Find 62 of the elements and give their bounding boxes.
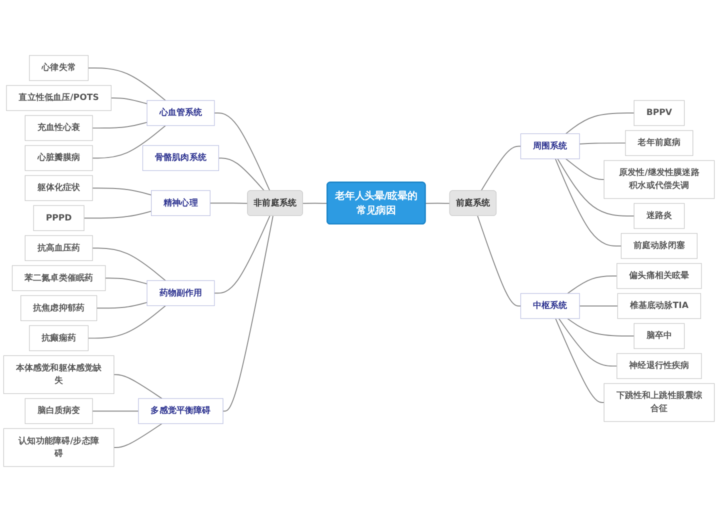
connector bbox=[92, 125, 166, 159]
connector bbox=[477, 215, 522, 307]
connector bbox=[558, 318, 618, 367]
connector bbox=[113, 374, 162, 400]
node-box: 心脏瓣膜病 bbox=[24, 145, 93, 171]
node-box: 脑卒中 bbox=[634, 323, 685, 349]
node-box: 直立性低血压/POTS bbox=[6, 85, 112, 111]
node-box: 抗癫痫药 bbox=[29, 325, 89, 352]
node-box: 精神心理 bbox=[151, 190, 210, 216]
node-box: 迷路炎 bbox=[634, 203, 685, 229]
connector bbox=[88, 305, 166, 339]
node-box: 心血管系统 bbox=[146, 100, 215, 126]
connector bbox=[579, 306, 618, 307]
connector bbox=[565, 158, 605, 180]
node-box: 下跳性和上跳性眼震综合征 bbox=[604, 383, 715, 422]
node-box: 老年前庭病 bbox=[625, 130, 694, 156]
node-box: 前庭动脉闭塞 bbox=[620, 233, 698, 259]
connector bbox=[302, 202, 328, 204]
connector bbox=[92, 122, 148, 129]
connector bbox=[480, 146, 522, 192]
connector bbox=[557, 158, 635, 216]
connector bbox=[110, 98, 148, 104]
node-box: 偏头痛相关眩晕 bbox=[616, 263, 702, 289]
connector bbox=[565, 112, 635, 134]
connector bbox=[218, 158, 265, 192]
connector bbox=[214, 215, 270, 294]
connector bbox=[113, 423, 162, 448]
node-box: 多感觉平衡障碍 bbox=[138, 398, 224, 424]
connector bbox=[567, 276, 618, 294]
node-box: 抗高血压药 bbox=[24, 235, 93, 261]
connector bbox=[84, 210, 152, 219]
node-box: 苯二氮卓类催眠药 bbox=[12, 265, 106, 292]
connector bbox=[214, 112, 270, 192]
connector bbox=[88, 68, 166, 101]
node-box: 原发性/继发性膜迷路积水或代偿失调 bbox=[604, 160, 715, 199]
node-box: 脑白质病变 bbox=[24, 398, 93, 424]
connector bbox=[579, 142, 626, 144]
node-box: 认知功能障碍/步态障碍 bbox=[3, 428, 114, 467]
node-box: 骨骼肌肉系统 bbox=[142, 145, 220, 171]
node-box: PPPD bbox=[33, 205, 84, 231]
node-box: 神经退行性疾病 bbox=[616, 353, 702, 379]
connector bbox=[92, 188, 152, 196]
node-box: BPPV bbox=[634, 100, 685, 126]
node-box: 本体感觉和躯体感觉缺失 bbox=[3, 355, 114, 394]
connector bbox=[210, 202, 248, 204]
connector bbox=[424, 202, 450, 204]
connector bbox=[222, 215, 274, 412]
connector bbox=[92, 410, 139, 412]
connector bbox=[104, 278, 148, 284]
node-box: 抗焦虑抑郁药 bbox=[20, 295, 98, 322]
connector bbox=[96, 302, 148, 309]
node-box: 心律失常 bbox=[29, 55, 89, 81]
node-box: 中枢系统 bbox=[520, 293, 580, 319]
node-box: 周围系统 bbox=[520, 133, 580, 160]
node-box: 躯体化症状 bbox=[24, 175, 93, 201]
connector bbox=[555, 318, 605, 403]
node-box: 充血性心衰 bbox=[24, 115, 93, 141]
connector bbox=[92, 248, 166, 282]
node-box: 药物副作用 bbox=[146, 280, 215, 306]
connector bbox=[567, 318, 635, 337]
node-box: 椎基底动脉TIA bbox=[617, 293, 702, 319]
connector bbox=[554, 158, 622, 246]
